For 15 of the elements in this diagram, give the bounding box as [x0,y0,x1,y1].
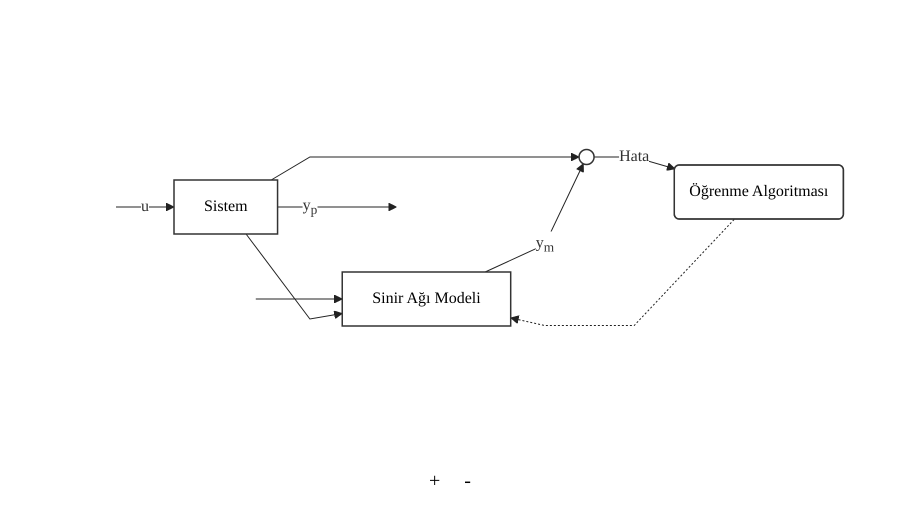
node-box: Sinir Ağı Modeli [342,270,512,326]
sign-label: - [464,470,471,493]
arrow [510,218,735,326]
node-box: Sistem [174,178,279,234]
node-circle [578,148,596,165]
arrow [116,202,175,211]
arrow [277,202,398,211]
edge-label: u [141,198,150,214]
arrow [246,233,343,320]
edge-label: Hata [619,148,650,164]
edge-label: y$_{m}$ [536,234,554,254]
edge-label: y$_{p}$ [302,196,318,217]
arrow [256,294,343,303]
sign-label: + [429,470,440,493]
arrow [271,152,580,180]
